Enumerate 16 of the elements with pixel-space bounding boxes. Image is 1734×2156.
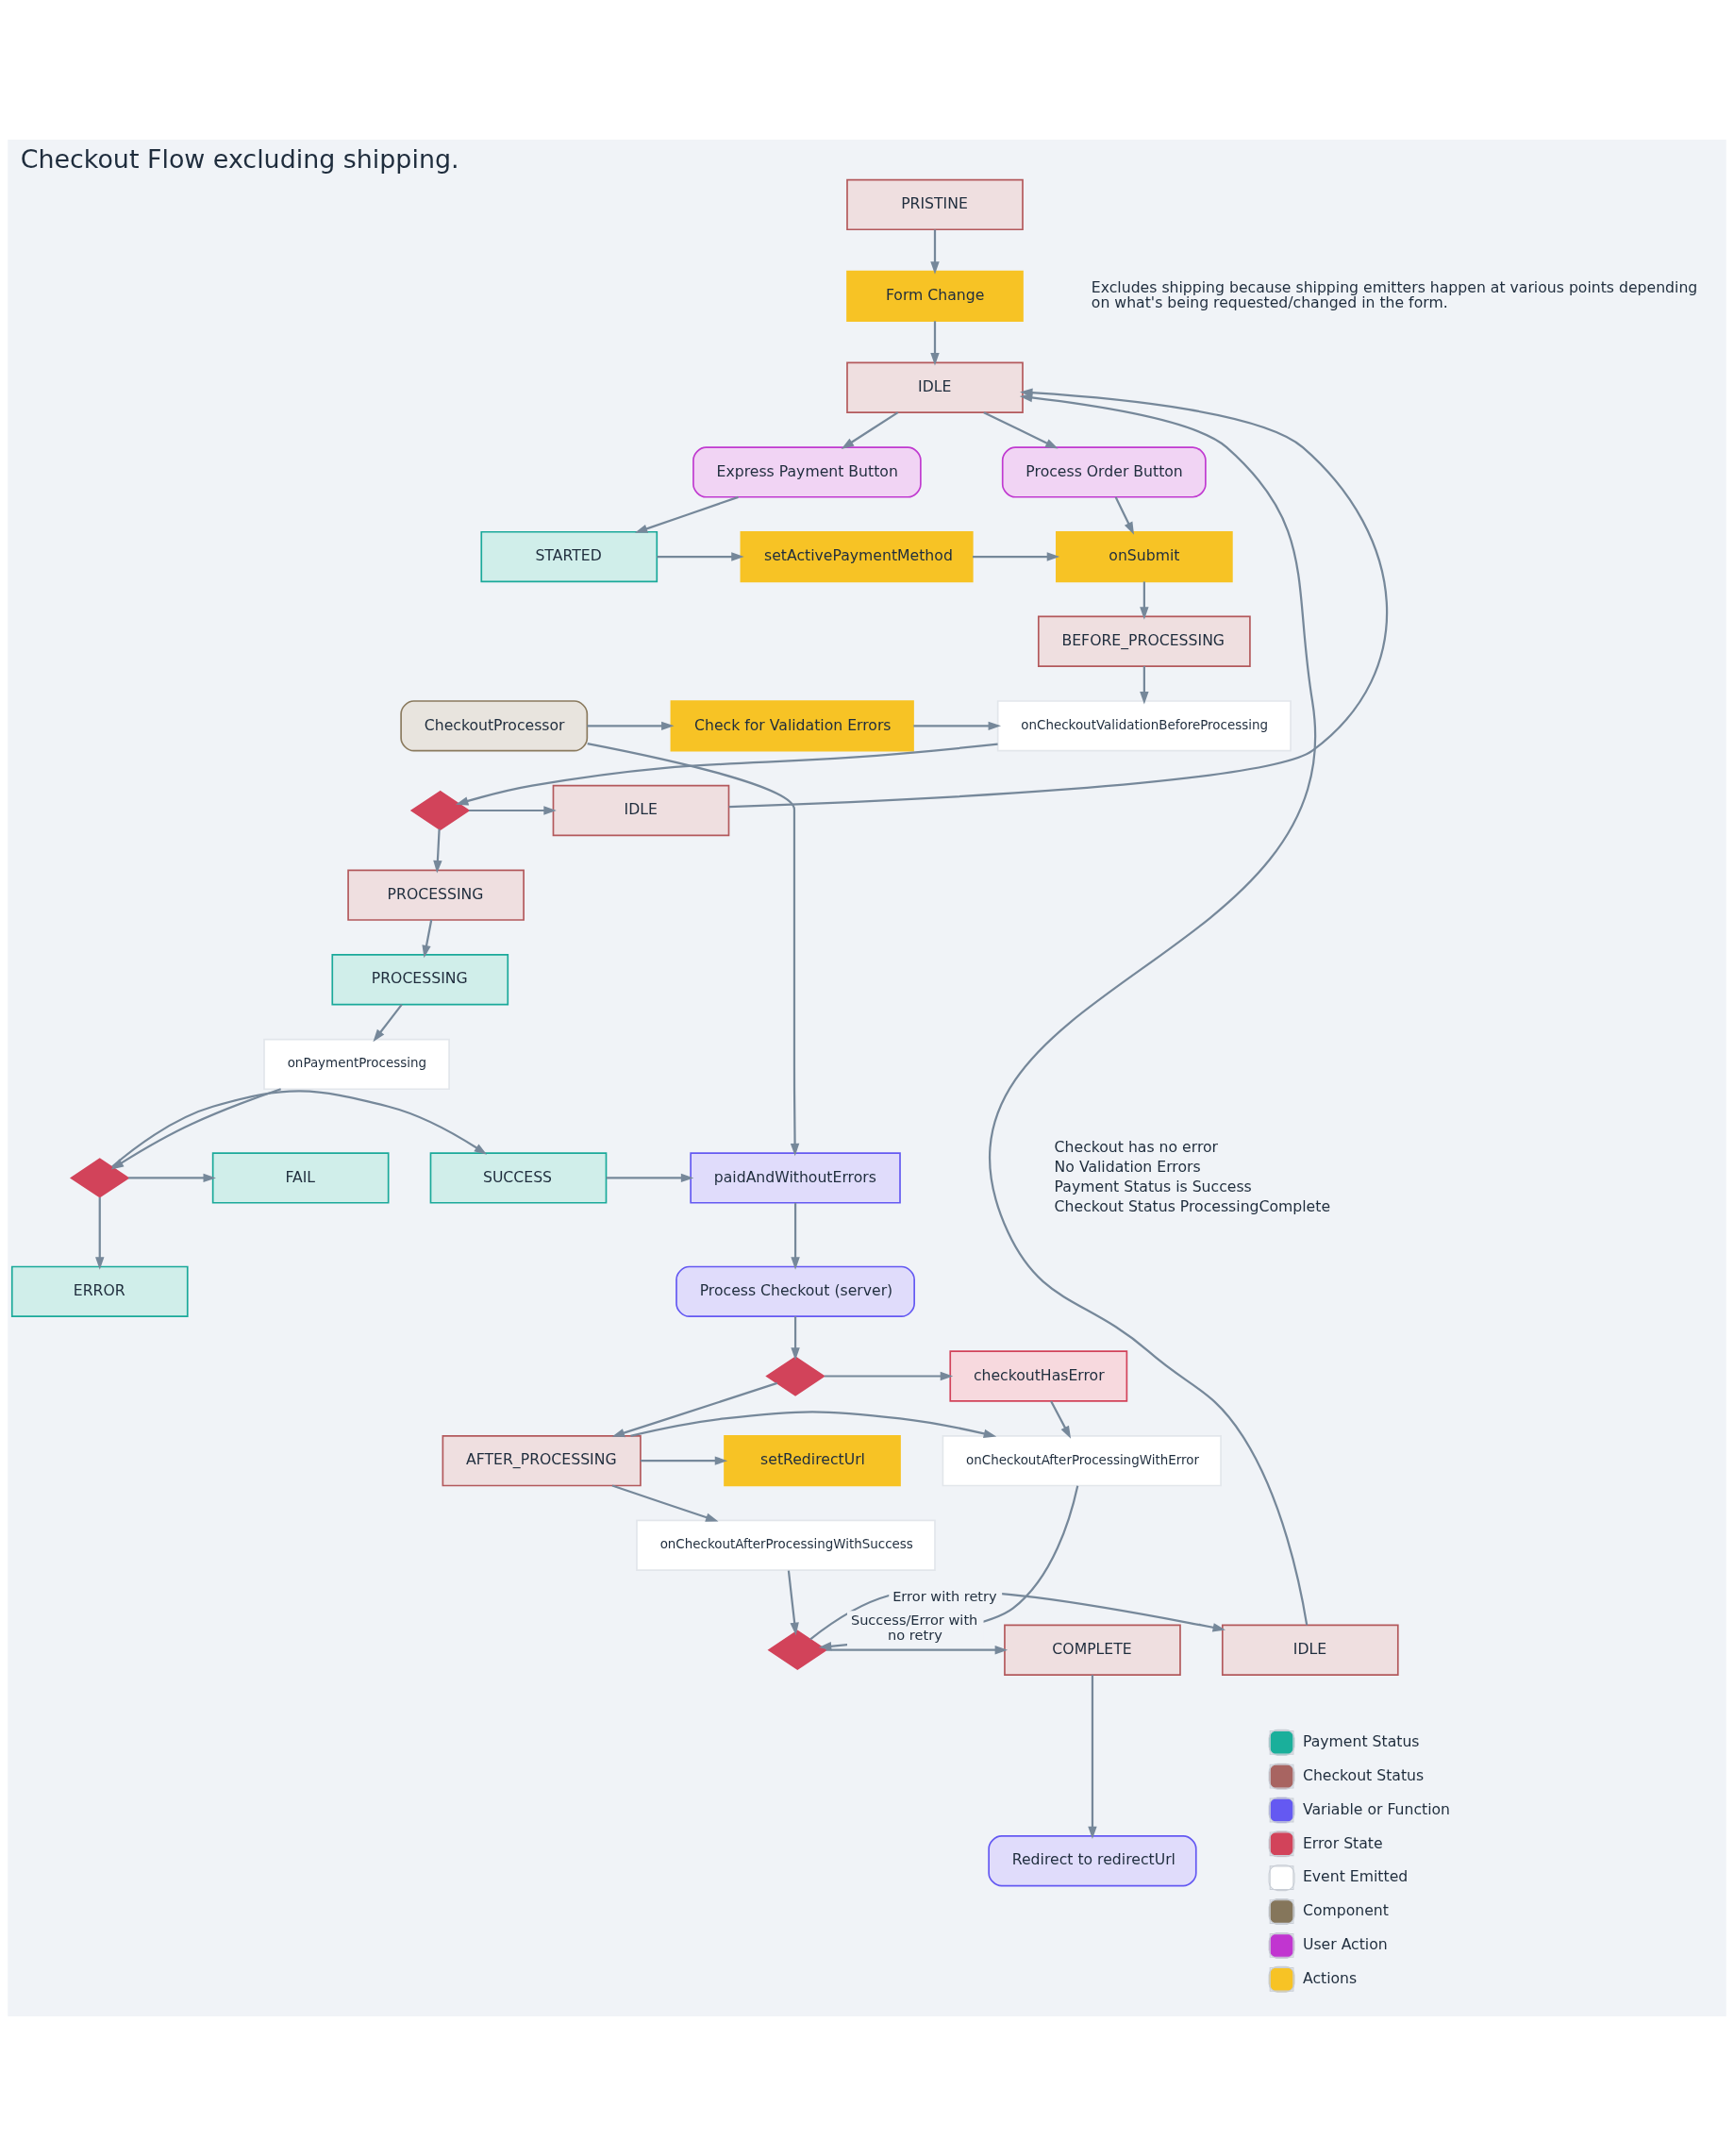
- legend-label: Event Emitted: [1302, 1867, 1409, 1886]
- legend-label: Component: [1302, 1901, 1389, 1920]
- edge-label: Error with retry: [892, 1588, 997, 1605]
- label: Checkout Status ProcessingComplete: [1054, 1197, 1331, 1216]
- label: Checkout has no error: [1054, 1137, 1219, 1156]
- diagram-title: Checkout Flow excluding shipping.: [20, 144, 459, 175]
- legend-label: Actions: [1302, 1968, 1358, 1987]
- label: Payment Status is Success: [1054, 1178, 1252, 1196]
- legend-label: Variable or Function: [1302, 1799, 1451, 1818]
- legend-label: User Action: [1302, 1935, 1388, 1954]
- legend-label: Error State: [1302, 1833, 1383, 1852]
- label: Excludes shipping because shipping emitters happen at various points depending on what's being requested/changed in the form.: [1091, 277, 1698, 312]
- legend-label: Payment Status: [1302, 1731, 1420, 1750]
- edge-label: Success/Error with no retry: [850, 1612, 978, 1643]
- label: No Validation Errors: [1054, 1157, 1201, 1176]
- legend-label: Checkout Status: [1302, 1765, 1425, 1784]
